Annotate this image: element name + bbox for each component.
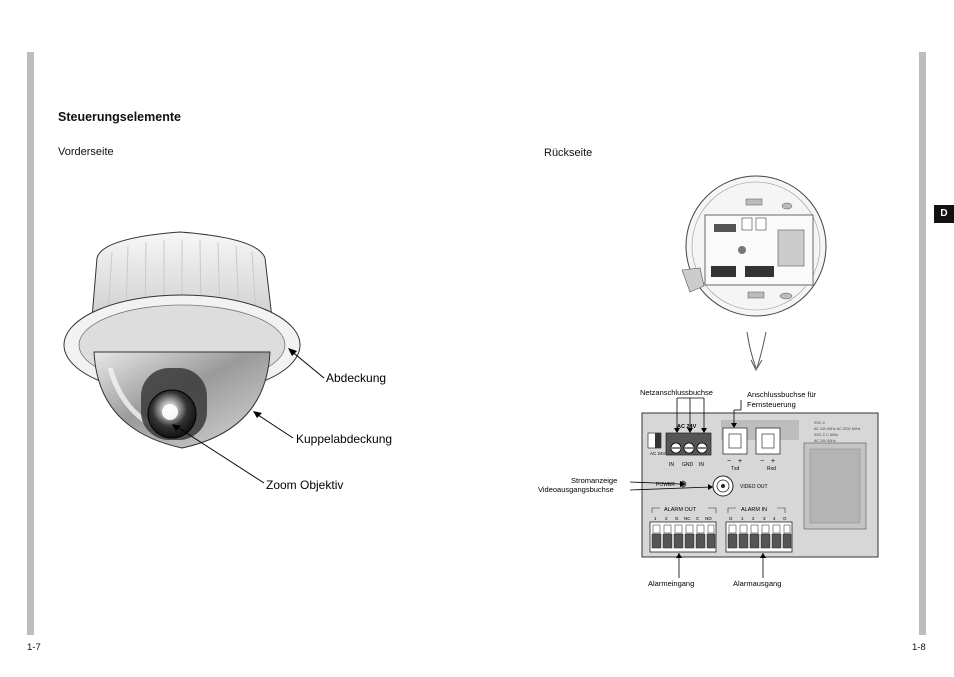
label-netzanschlussbuchse: Netzanschlussbuchse (640, 388, 713, 397)
rear-round-plate (681, 175, 827, 317)
label-abdeckung: Abdeckung (326, 371, 386, 385)
ac-24v-out-label: AC 24V OUT (650, 451, 677, 456)
power-label: POWER (656, 482, 675, 488)
ac24v-label: AC 24V (677, 424, 697, 430)
svg-text:SSC-C C 60Hz: SSC-C C 60Hz (814, 433, 838, 437)
alarm-in-label: ALARM IN (741, 507, 767, 513)
svg-text:3: 3 (763, 516, 766, 521)
right-margin-bar (919, 52, 926, 635)
label-stromanzeige: Stromanzeige (571, 476, 617, 485)
pin-in2-label: IN (699, 462, 704, 468)
label-zoom-objektiv: Zoom Objektiv (266, 478, 343, 492)
rxd-label: Rxd (767, 466, 776, 472)
txd-minus: − (727, 458, 731, 465)
rear-view-label: Rückseite (544, 147, 593, 159)
label-alarmausgang: Alarmausgang (733, 579, 781, 588)
alarm-in-pins: G 1 2 3 4 G (729, 516, 787, 521)
label-anschlussbuchse-line1: Anschlussbuchse für (747, 390, 817, 399)
svg-text:G: G (783, 516, 787, 521)
down-arrow-icon (746, 331, 767, 372)
video-out-label: VIDEO OUT (740, 484, 768, 490)
svg-text:C: C (696, 516, 700, 521)
page-number-right: 1-8 (912, 642, 926, 653)
txd-label: Txd (731, 466, 740, 472)
alarm-out-pins: 1 2 G NC C NO (654, 516, 712, 521)
alarm-out-label: ALARM OUT (664, 507, 697, 513)
label-anschlussbuchse-line2: Fernsteuerung (747, 400, 796, 409)
label-videoausgangsbuchse: Videoausgangsbuchse (538, 485, 614, 494)
pin-in1-label: IN (669, 462, 674, 468)
rxd-minus: − (760, 458, 764, 465)
label-alarmeingang: Alarmeingang (648, 579, 694, 588)
svg-text:G: G (675, 516, 679, 521)
svg-text:NO: NO (705, 516, 712, 521)
svg-text:AC 24V 60Hz AC 220V 60Hz: AC 24V 60Hz AC 220V 60Hz (814, 427, 861, 431)
page-number-left: 1-7 (27, 642, 41, 653)
svg-text:SSC-C: SSC-C (814, 421, 826, 425)
label-kuppelabdeckung: Kuppelabdeckung (296, 432, 392, 446)
dome-camera-illustration (63, 231, 301, 449)
pin-gnd-label: GND (682, 462, 694, 468)
rxd-plus: + (771, 458, 775, 465)
svg-text:NC: NC (684, 516, 691, 521)
svg-text:1: 1 (654, 516, 657, 521)
rear-panel-detail: SSC-C AC 24V 60Hz AC 220V 60Hz SSC-C C 6… (641, 412, 879, 558)
svg-text:G: G (729, 516, 733, 521)
svg-text:2: 2 (665, 516, 668, 521)
svg-text:2: 2 (752, 516, 755, 521)
page-title: Steuerungselemente (58, 110, 181, 124)
svg-text:4: 4 (773, 516, 776, 521)
front-view-label: Vorderseite (58, 146, 114, 158)
left-margin-bar (27, 52, 34, 635)
txd-plus: + (738, 458, 742, 465)
language-tab: D (934, 205, 954, 223)
svg-text:AC 24V 60Hz: AC 24V 60Hz (814, 439, 836, 443)
svg-text:1: 1 (741, 516, 744, 521)
